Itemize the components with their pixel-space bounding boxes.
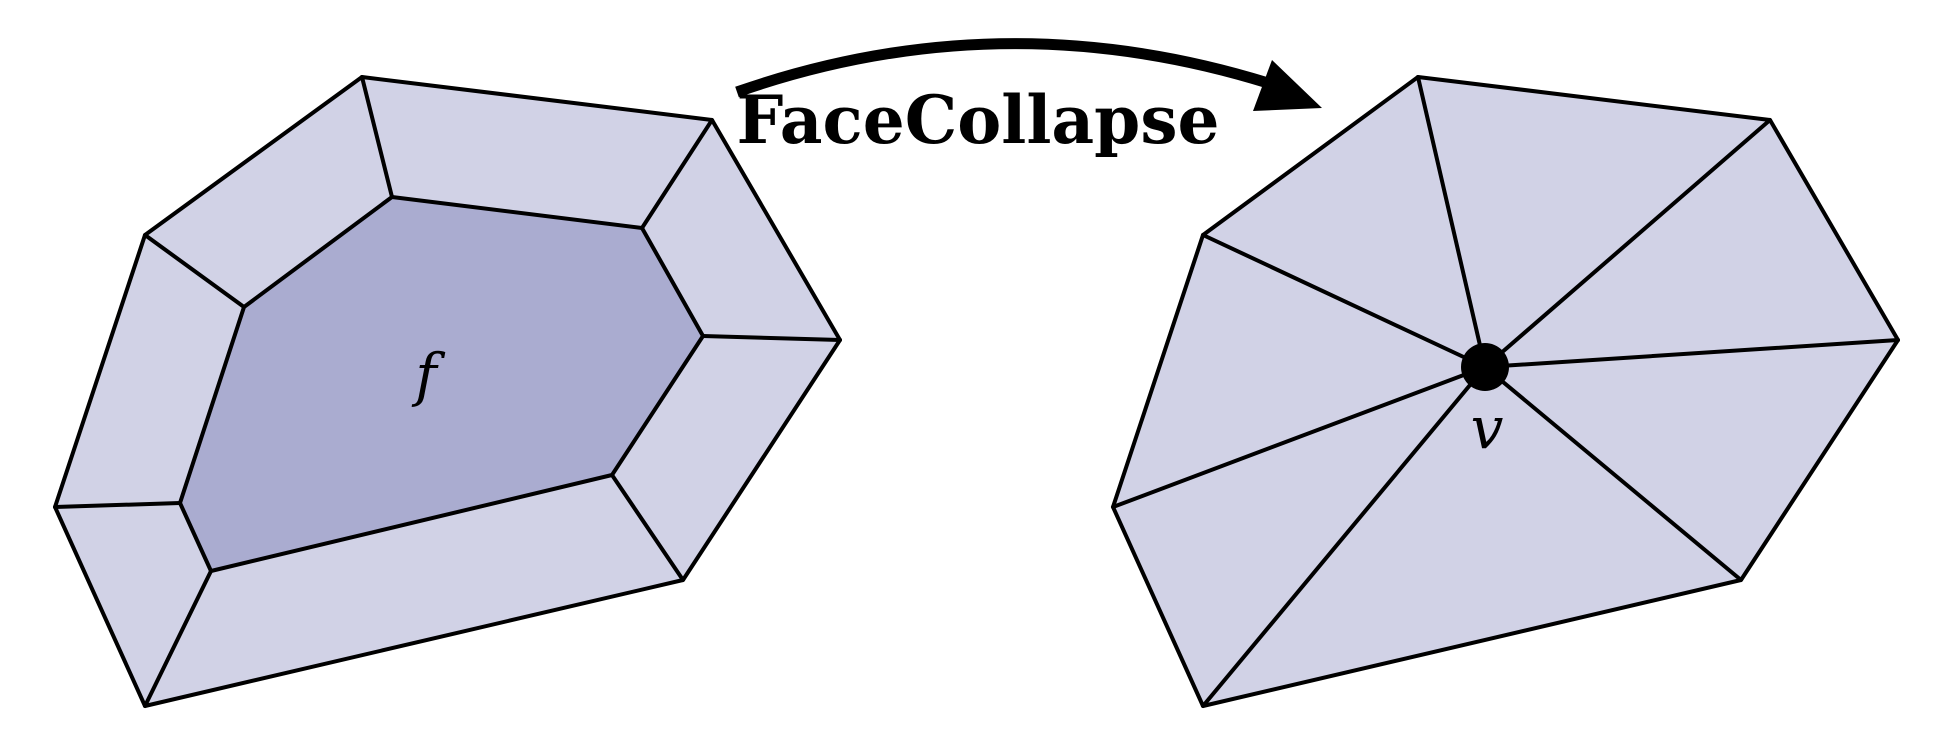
operation-arrow (735, 38, 1322, 111)
face-f (178, 195, 705, 573)
ring-edge (640, 118, 714, 230)
collapsed-fan-region (1111, 75, 1900, 708)
collapsed-vertex (1461, 343, 1509, 391)
mesh-after: v (1111, 75, 1900, 708)
arrow-head (1253, 60, 1322, 111)
arrow-curve (735, 38, 1270, 98)
fan-edge (1483, 118, 1772, 369)
ring-edges (53, 75, 842, 708)
mesh-before: f (53, 75, 842, 708)
ring-edge (610, 473, 685, 582)
vertex-label: v (1471, 394, 1504, 462)
fan-edge (1416, 75, 1487, 369)
ring-edge (701, 334, 842, 342)
ring-edge (143, 569, 213, 708)
fan-edge (1111, 365, 1487, 509)
fan-edge (1201, 233, 1487, 369)
ring-edge (53, 501, 182, 509)
fan-edge (1483, 338, 1900, 369)
ring-edge (360, 75, 394, 199)
operation-label: FaceCollapse (737, 81, 1220, 159)
fan-edges (1111, 75, 1900, 708)
fan-edge (1201, 365, 1487, 708)
fan-edge (1483, 365, 1743, 582)
ring-edge (143, 233, 246, 309)
